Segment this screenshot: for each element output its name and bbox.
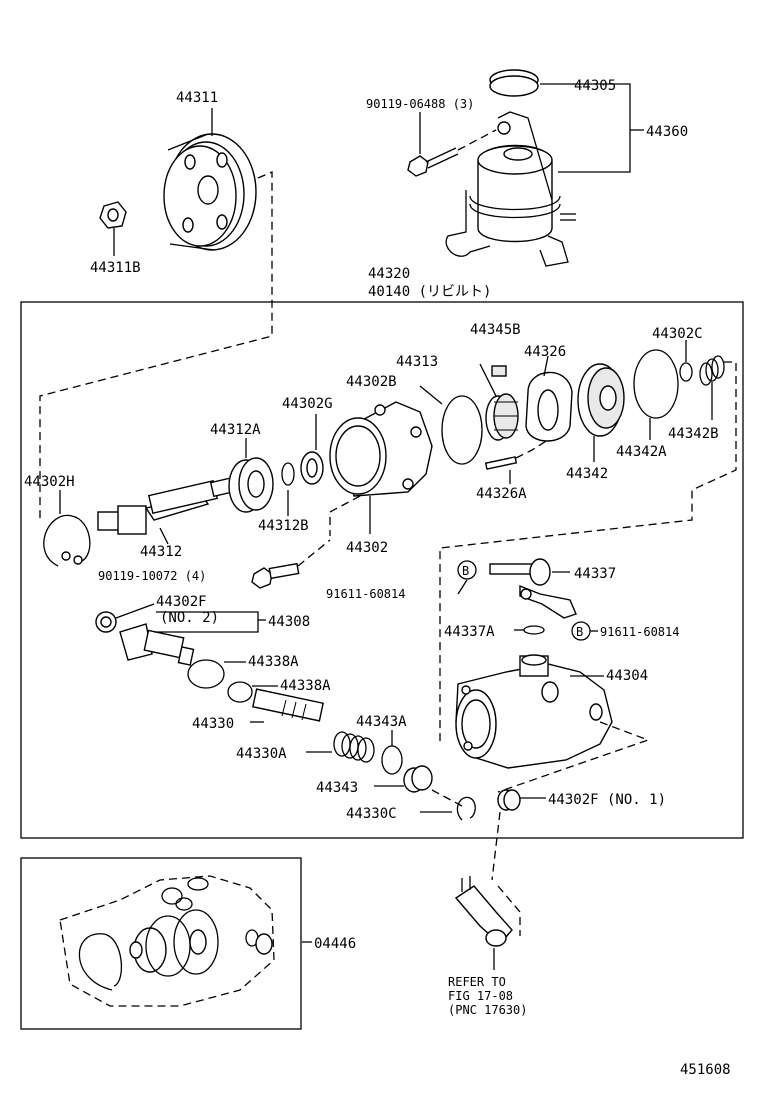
front-housing-44302 [329, 401, 433, 497]
label-44302f-no2-part: 44302F [156, 594, 207, 610]
label-44304: 44304 [606, 668, 648, 684]
side-plate-44342 [577, 363, 625, 437]
label-91611-60814-a: 91611-60814 [326, 587, 405, 601]
label-44338a-1: 44338A [248, 654, 299, 670]
label-bolt-90119-06488: 90119-06488 (3) [366, 97, 474, 111]
snap-ring-44330c [456, 796, 476, 821]
fitting-44337 [489, 558, 577, 619]
label-44342: 44342 [566, 466, 608, 482]
snap-ring-44302h [43, 514, 91, 567]
label-44343: 44343 [316, 780, 358, 796]
vane-44345b [491, 365, 507, 377]
label-04446: 04446 [314, 936, 356, 952]
pump-assembly-frame [20, 301, 744, 839]
label-44312b: 44312B [258, 518, 309, 534]
cam-ring-44326 [525, 371, 573, 442]
label-44345b: 44345B [470, 322, 521, 338]
bolt-90119-10072 [251, 562, 300, 589]
label-91611-60814-b: 91611-60814 [600, 625, 679, 639]
spring-44330a [333, 731, 375, 763]
label-44311: 44311 [176, 90, 218, 106]
label-44337: 44337 [574, 566, 616, 582]
label-ref-b-2: B [576, 625, 583, 639]
label-44312a: 44312A [210, 422, 261, 438]
label-refer-pnc: (PNC 17630) [448, 1003, 527, 1017]
plug-44343 [403, 765, 433, 793]
label-44320: 44320 [368, 266, 410, 282]
seal-44302g [300, 451, 324, 485]
label-44342a: 44342A [616, 444, 667, 460]
label-44326a: 44326A [476, 486, 527, 502]
o-ring-44302b [441, 395, 483, 465]
reservoir-44360 [445, 69, 576, 267]
bolt-90119-06488 [407, 147, 459, 177]
label-bolt-90119-10072: 90119-10072 (4) [98, 569, 206, 583]
shaft-44312 [97, 476, 237, 535]
label-44360: 44360 [646, 124, 688, 140]
label-44330c: 44330C [346, 806, 397, 822]
bearing-44312a [228, 457, 274, 513]
gasket-kit-frame [20, 857, 302, 1030]
label-44305: 44305 [574, 78, 616, 94]
label-refer-fig: FIG 17-08 [448, 989, 513, 1003]
label-44308: 44308 [268, 614, 310, 630]
label-44338a-2: 44338A [280, 678, 331, 694]
pressure-switch [454, 876, 513, 947]
label-44302h: 44302H [24, 474, 75, 490]
flow-valve-44308 [119, 623, 195, 666]
label-44342b: 44342B [668, 426, 719, 442]
o-ring-44338a-small [227, 681, 253, 703]
pump-body-44304 [455, 654, 613, 769]
label-44343a: 44343A [356, 714, 407, 730]
pulley-44311 [163, 133, 257, 251]
gasket-kit-04446 [59, 875, 275, 1007]
valve-44330 [252, 688, 324, 722]
snap-ring-44312b [281, 462, 295, 486]
label-44337a: 44337A [444, 624, 495, 640]
label-44302c: 44302C [652, 326, 703, 342]
label-44302g: 44302G [282, 396, 333, 412]
label-44313: 44313 [396, 354, 438, 370]
o-ring-44342a [633, 349, 679, 419]
gasket-44337a [523, 625, 545, 635]
o-ring-44338a-large [187, 659, 225, 689]
o-ring-44302c [679, 362, 693, 382]
o-ring-44343a [381, 745, 403, 775]
label-ref-b-1: B [462, 564, 469, 578]
reference-b-circle-1 [457, 560, 477, 580]
label-44330: 44330 [192, 716, 234, 732]
label-44311b: 44311B [90, 260, 141, 276]
plug-44302f-no1 [497, 789, 521, 811]
label-44302b: 44302B [346, 374, 397, 390]
nut-44311b [99, 201, 127, 229]
label-44302f-no2-suffix: (NO. 2) [160, 610, 219, 626]
figure-number: 451608 [680, 1062, 731, 1078]
plug-44302f-no2 [95, 611, 117, 633]
spring-44342b [699, 355, 725, 386]
label-44330a: 44330A [236, 746, 287, 762]
rotor-44313 [485, 393, 519, 441]
label-44312: 44312 [140, 544, 182, 560]
label-44302f-no1: 44302F (NO. 1) [548, 792, 666, 808]
pin-44326a [484, 456, 518, 470]
label-refer-to: REFER TO [448, 975, 506, 989]
label-44326: 44326 [524, 344, 566, 360]
label-44302: 44302 [346, 540, 388, 556]
label-40140: 40140 (リビルト) [368, 284, 491, 300]
